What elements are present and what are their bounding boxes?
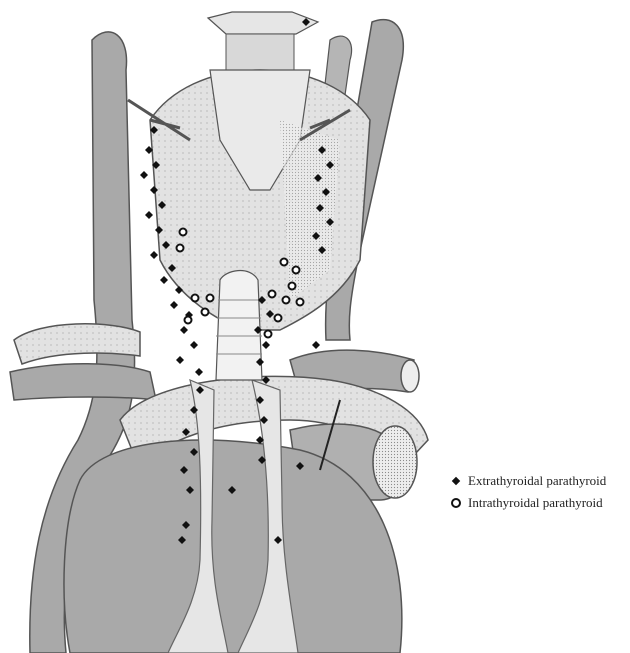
- legend-intrathyroidal-label: Intrathyroidal parathyroid: [468, 495, 603, 511]
- legend: Extrathyroidal parathyroid Intrathyroida…: [450, 470, 606, 514]
- thyrohyoid-membrane: [226, 34, 294, 74]
- legend-extrathyroidal-label: Extrathyroidal parathyroid: [468, 473, 606, 489]
- legend-intrathyroidal: Intrathyroidal parathyroid: [450, 492, 606, 514]
- hyoid-cartilage: [208, 12, 318, 34]
- open-circle-icon: [450, 497, 462, 509]
- pulmonary-trunk-lumen: [373, 426, 417, 498]
- trachea: [216, 271, 262, 380]
- filled-diamond-icon: [450, 475, 462, 487]
- right-subclavian-lumen: [401, 360, 419, 392]
- left-brachiocephalic-vein: [10, 364, 156, 400]
- legend-extrathyroidal: Extrathyroidal parathyroid: [450, 470, 606, 492]
